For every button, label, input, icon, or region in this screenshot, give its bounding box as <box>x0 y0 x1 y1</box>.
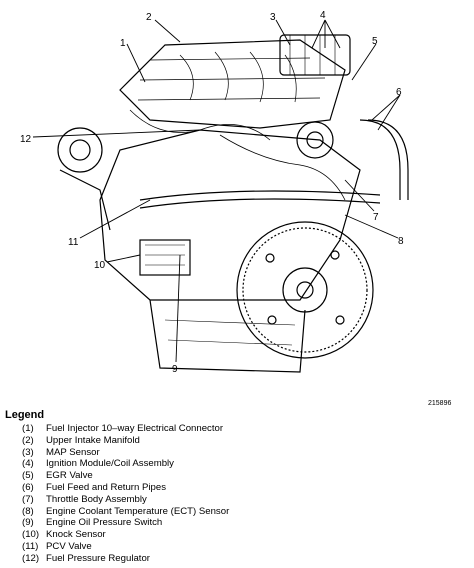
legend-item-label: Fuel Feed and Return Pipes <box>46 481 166 493</box>
legend-item-number: (4) <box>22 458 34 470</box>
legend-item: (12) Fuel Pressure Regulator <box>22 553 465 565</box>
engine-illustration <box>57 34 409 373</box>
callout-5: 5 <box>372 36 378 47</box>
engine-diagram: 1 2 3 4 5 6 7 8 9 10 11 12 <box>20 10 409 375</box>
legend-item-number: (2) <box>22 434 34 446</box>
callout-9: 9 <box>172 364 178 375</box>
legend-item-label: Engine Oil Pressure Switch <box>46 517 163 529</box>
legend-item: (10) Knock Sensor <box>22 529 465 541</box>
legend-item: (2) Upper Intake Manifold <box>22 435 465 447</box>
legend-item-label: Fuel Injector 10–way Electrical Connecto… <box>46 423 224 434</box>
legend-item: (1) Fuel Injector 10–way Electrical Conne… <box>22 423 465 435</box>
legend-item-label: PCV Valve <box>46 540 92 552</box>
legend-item-number: (7) <box>22 493 34 505</box>
legend-item-number: (5) <box>22 470 34 482</box>
callout-10: 10 <box>94 260 106 271</box>
legend-item-number: (10) <box>22 529 40 541</box>
legend-item-label: Upper Intake Manifold <box>46 434 140 446</box>
legend-item-number: (9) <box>22 517 34 529</box>
legend-item-number: (11) <box>22 540 39 552</box>
legend-item-label: Knock Sensor <box>46 529 106 541</box>
callout-8: 8 <box>398 236 404 247</box>
legend-item: (3) MAP Sensor <box>22 447 465 459</box>
legend-item-label: Fuel Pressure Regulator <box>46 552 150 564</box>
legend-item-label: MAP Sensor <box>46 446 100 458</box>
legend-item-number: (3) <box>22 446 34 458</box>
callout-7: 7 <box>373 212 379 223</box>
callout-1: 1 <box>120 38 126 49</box>
legend-item-number: (12) <box>22 552 40 564</box>
legend-item: (5) EGR Valve <box>22 470 465 482</box>
legend-item-number: (8) <box>22 505 34 517</box>
figure-number: 215896 <box>428 400 452 407</box>
legend-item: (9) Engine Oil Pressure Switch <box>22 517 465 529</box>
legend-item: (7) Throttle Body Assembly <box>22 494 465 506</box>
callout-12: 12 <box>20 134 32 145</box>
legend: Legend (1) Fuel Injector 10–way Electrica… <box>5 409 465 565</box>
legend-item-number: (6) <box>22 481 34 493</box>
legend-item: (4) Ignition Module/Coil Assembly <box>22 458 465 470</box>
callout-labels: 1 2 3 4 5 6 7 8 9 10 11 12 <box>20 10 404 375</box>
callout-leaders <box>32 19 401 363</box>
legend-title: Legend <box>5 409 45 421</box>
legend-item-label: Engine Coolant Temperature (ECT) Sensor <box>46 505 230 517</box>
legend-item: (8) Engine Coolant Temperature (ECT) Sens… <box>22 506 465 518</box>
legend-item: (11) PCV Valve <box>22 541 465 553</box>
legend-item-label: Throttle Body Assembly <box>46 493 147 505</box>
callout-11: 11 <box>68 237 79 248</box>
callout-4: 4 <box>320 10 326 21</box>
callout-6: 6 <box>396 87 402 98</box>
legend-item-number: (1) <box>22 423 34 434</box>
legend-item: (6) Fuel Feed and Return Pipes <box>22 482 465 494</box>
legend-item-label: EGR Valve <box>46 470 93 482</box>
legend-list: (1) Fuel Injector 10–way Electrical Conne… <box>5 423 465 565</box>
legend-item-label: Ignition Module/Coil Assembly <box>46 458 174 470</box>
callout-2: 2 <box>146 12 152 23</box>
callout-3: 3 <box>270 12 276 23</box>
